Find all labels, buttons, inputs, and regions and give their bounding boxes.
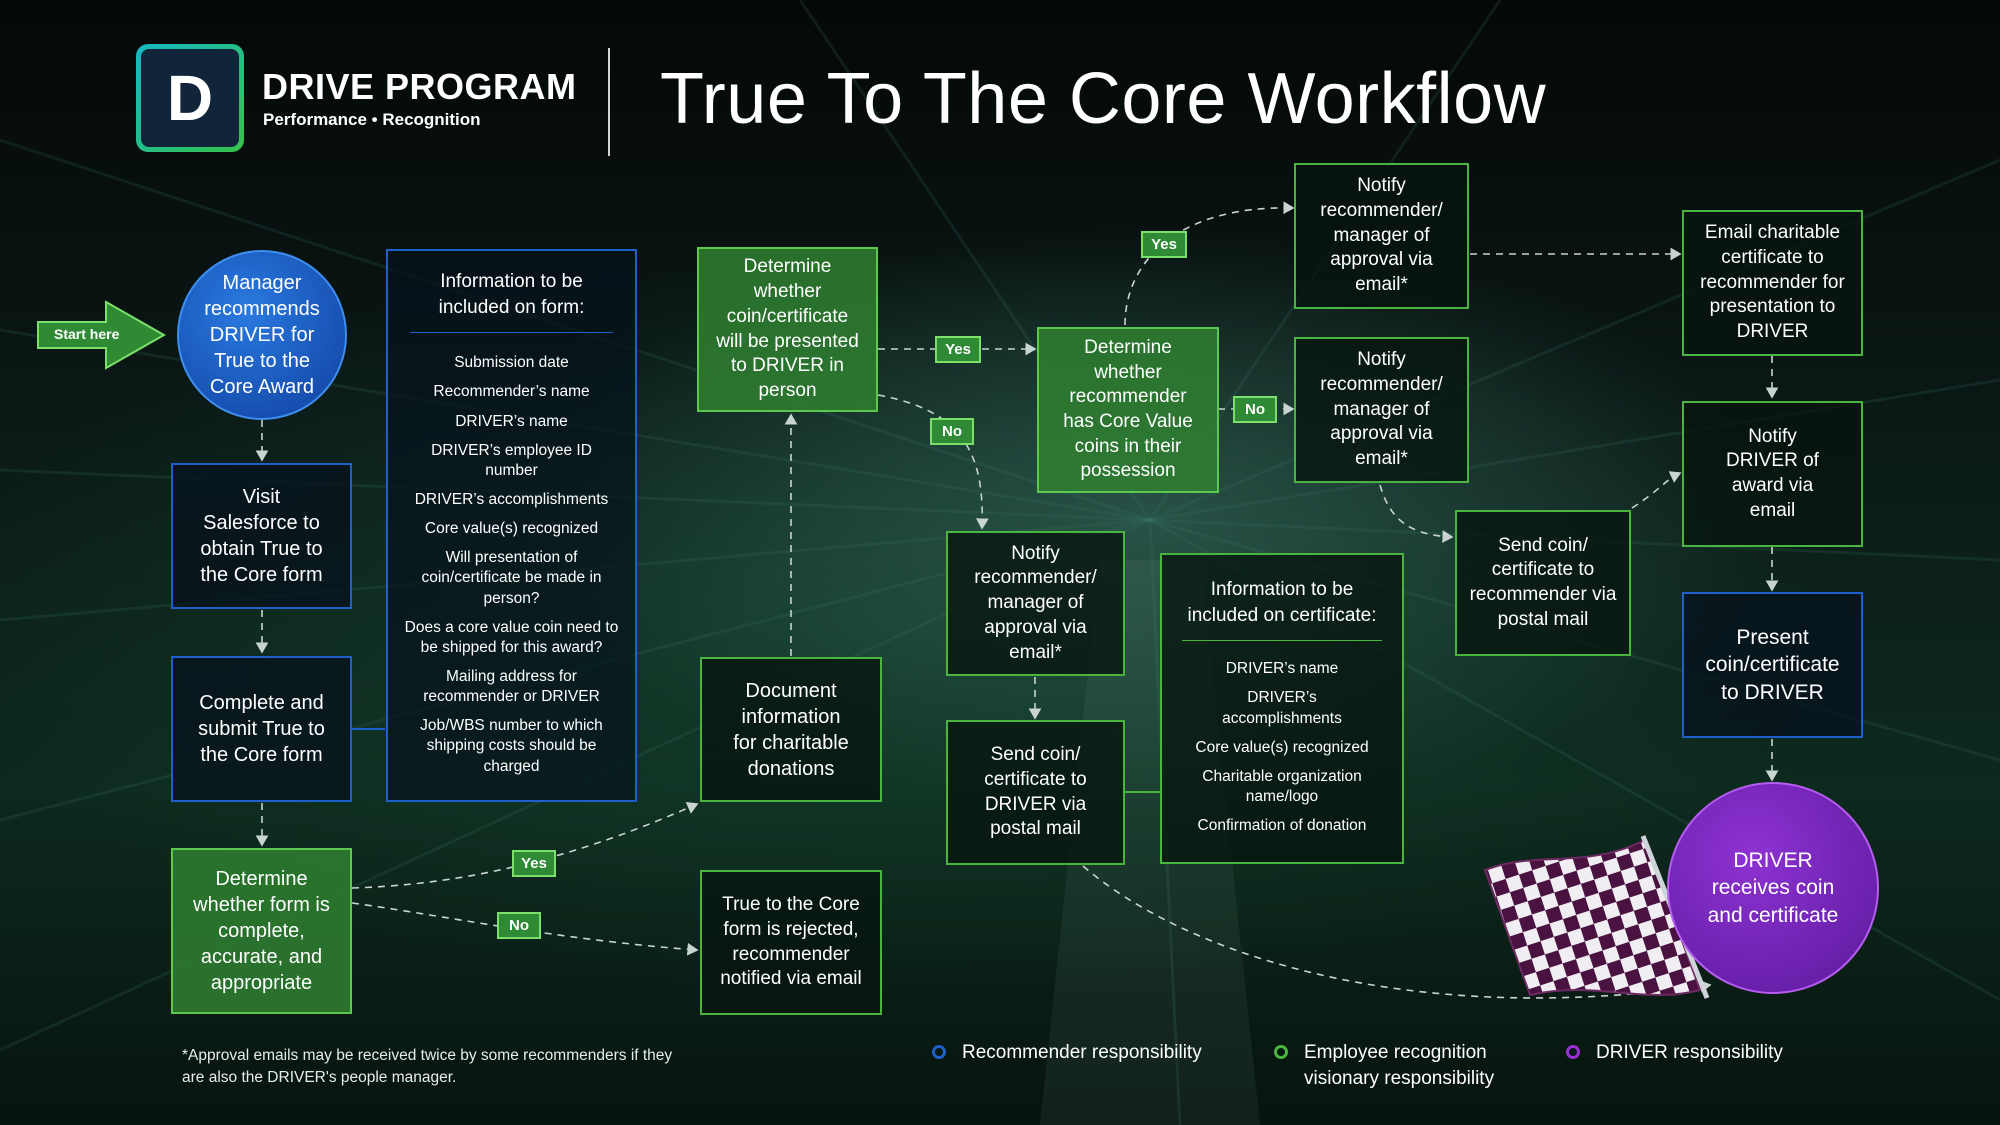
legend-dot-green-icon — [1274, 1045, 1288, 1059]
form-info-item: Does a core value coin need to be shippe… — [404, 618, 619, 656]
notify-approval-left-node: Notify recommender/ manager of approval … — [946, 531, 1125, 676]
certificate-info-item: Charitable organization name/logo — [1202, 767, 1362, 805]
decision-possession-yes: Yes — [1141, 231, 1187, 258]
legend-dot-blue-icon — [932, 1045, 946, 1059]
certificate-info-item: DRIVER’s name — [1225, 660, 1339, 678]
form-info-item: Core value(s) recognized — [424, 520, 599, 538]
connector-form-yes — [351, 802, 699, 889]
brand-title: DRIVE PROGRAM — [262, 66, 577, 107]
form-info-box: Information to be included on form: Subm… — [386, 249, 637, 802]
determine-presented-node: Determine whether coin/certificate will … — [697, 247, 878, 412]
present-coin-node: Present coin/certificate to DRIVER — [1682, 592, 1863, 738]
logo-letter: D — [166, 62, 214, 134]
form-info-item: DRIVER’s accomplishments — [414, 490, 609, 508]
decision-form-no: No — [497, 912, 541, 939]
brand-subtitle: Performance • Recognition — [263, 110, 481, 129]
page-title: True To The Core Workflow — [660, 59, 1547, 139]
legend-visionary: Employee recognition visionary responsib… — [1274, 1040, 1514, 1091]
certificate-info-item: DRIVER’s accomplishments — [1222, 689, 1342, 727]
form-info-item: Will presentation of coin/certificate be… — [421, 549, 602, 607]
decision-form-yes: Yes — [512, 850, 556, 877]
document-info-node: Document information for charitable dona… — [700, 657, 882, 802]
connector-presented-no — [877, 394, 989, 530]
form-info-item: DRIVER’s employee ID number — [431, 441, 592, 479]
start-arrow-label: Start here — [54, 326, 120, 342]
form-info-item: DRIVER’s name — [455, 412, 568, 430]
decision-possession-no: No — [1233, 396, 1277, 423]
manager-recommends-node: Manager recommends DRIVER for True to th… — [177, 250, 347, 420]
determine-possession-node: Determine whether recommender has Core V… — [1037, 327, 1219, 493]
legend-visionary-label: Employee recognition visionary responsib… — [1304, 1042, 1495, 1089]
form-info-item: Mailing address for recommender or DRIVE… — [423, 667, 600, 706]
form-rejected-node: True to the Core form is rejected, recom… — [700, 870, 882, 1015]
determine-form-node: Determine whether form is complete, accu… — [171, 848, 352, 1014]
connector-possession-yes — [1124, 201, 1295, 326]
certificate-info-box: Information to be included on certificat… — [1160, 553, 1404, 864]
form-info-item: Recommender’s name — [433, 383, 590, 401]
send-recommender-mail-node: Send coin/ certificate to recommender vi… — [1455, 510, 1631, 656]
visit-salesforce-node: Visit Salesforce to obtain True to the C… — [171, 463, 352, 609]
arrow-right-icon — [37, 300, 167, 370]
connector-notify-mid-to-send-rec — [1379, 484, 1454, 543]
driver-receives-node: DRIVER receives coin and certificate — [1667, 782, 1879, 994]
legend-dot-purple-icon — [1566, 1045, 1580, 1059]
start-arrow: Start here — [36, 300, 167, 370]
form-info-heading: Information to be included on form: — [410, 269, 613, 334]
notify-driver-node: Notify DRIVER of award via email — [1682, 401, 1863, 547]
complete-submit-node: Complete and submit True to the Core for… — [171, 656, 352, 802]
send-driver-mail-node: Send coin/ certificate to DRIVER via pos… — [946, 720, 1125, 865]
decision-presented-no: No — [930, 418, 974, 445]
email-charitable-node: Email charitable certificate to recommen… — [1682, 210, 1863, 356]
legend-recommender: Recommender responsibility — [932, 1040, 1202, 1066]
certificate-info-item: Core value(s) recognized — [1195, 738, 1369, 756]
decision-presented-yes: Yes — [935, 336, 981, 363]
legend-driver: DRIVER responsibility — [1566, 1040, 1783, 1066]
header-divider — [608, 48, 610, 156]
notify-approval-top-node: Notify recommender/ manager of approval … — [1294, 163, 1469, 309]
form-info-item: Job/WBS number to which shipping costs s… — [420, 717, 603, 775]
certificate-info-heading: Information to be included on certificat… — [1182, 577, 1382, 642]
connector-send-rec-to-notify-driver — [1631, 471, 1682, 509]
legend-driver-label: DRIVER responsibility — [1596, 1042, 1783, 1063]
footnote: *Approval emails may be received twice b… — [182, 1047, 673, 1086]
legend-recommender-label: Recommender responsibility — [962, 1042, 1202, 1063]
drive-logo: D — [136, 44, 244, 152]
form-info-item: Submission date — [454, 354, 569, 372]
certificate-info-item: Confirmation of donation — [1197, 817, 1367, 835]
notify-approval-mid-node: Notify recommender/ manager of approval … — [1294, 337, 1469, 483]
